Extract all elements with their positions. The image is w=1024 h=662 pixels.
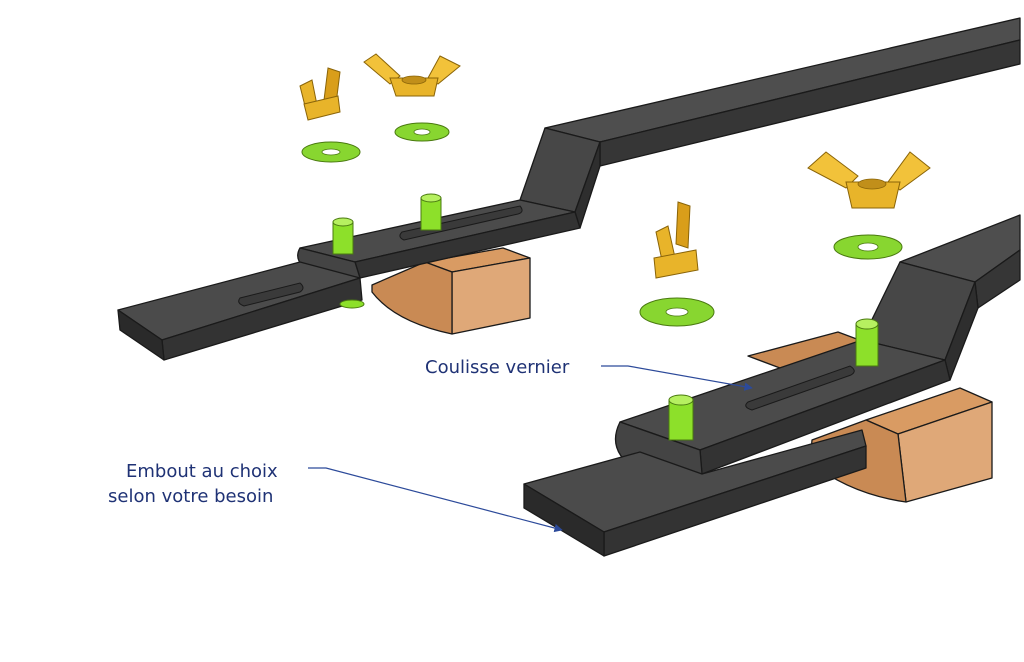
- lower-pin-right: [855, 318, 879, 367]
- lower-long-bar: [614, 214, 1021, 475]
- lower-end-piece: [523, 429, 867, 557]
- upper-pin-left: [332, 217, 354, 255]
- lower-washer-right: [833, 234, 903, 260]
- lower-assembly: [523, 151, 1021, 557]
- callout-vernier-slide-leader: [601, 365, 753, 391]
- lower-wing-nut-right: [807, 151, 931, 209]
- lower-washer-left: [639, 297, 715, 327]
- upper-end-piece: [117, 261, 363, 361]
- upper-long-bar: [297, 17, 1021, 279]
- upper-washer-left: [301, 141, 361, 163]
- upper-wing-nut-right: [363, 53, 461, 97]
- upper-wood-block: [371, 247, 531, 335]
- upper-washer-right: [394, 122, 450, 142]
- callout-vernier-slide-label: Coulisse vernier: [425, 357, 570, 378]
- callout-vernier-slide: Coulisse vernier: [425, 357, 753, 391]
- callout-end-piece: Embout au choix selon votre besoin: [108, 461, 563, 533]
- lower-wing-nut-left: [653, 201, 699, 279]
- callout-end-piece-label-line2: selon votre besoin: [108, 486, 273, 507]
- lower-pin-left: [668, 394, 694, 441]
- upper-pin-right: [420, 193, 442, 231]
- callout-end-piece-leader: [308, 467, 563, 533]
- callout-end-piece-label-line1: Embout au choix: [126, 461, 278, 482]
- upper-wing-nut-left: [299, 67, 341, 121]
- upper-pin-bottom: [339, 299, 365, 309]
- upper-assembly: [117, 17, 1021, 361]
